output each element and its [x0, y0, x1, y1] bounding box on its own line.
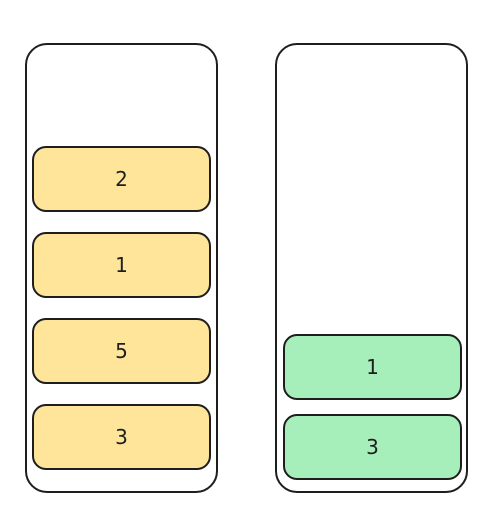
left-stack-item: 5 [32, 318, 211, 384]
left-stack-item: 2 [32, 146, 211, 212]
right-stack-item: 3 [283, 414, 462, 480]
right-stack-item: 1 [283, 334, 462, 400]
left-stack-item: 1 [32, 232, 211, 298]
left-stack-item: 3 [32, 404, 211, 470]
